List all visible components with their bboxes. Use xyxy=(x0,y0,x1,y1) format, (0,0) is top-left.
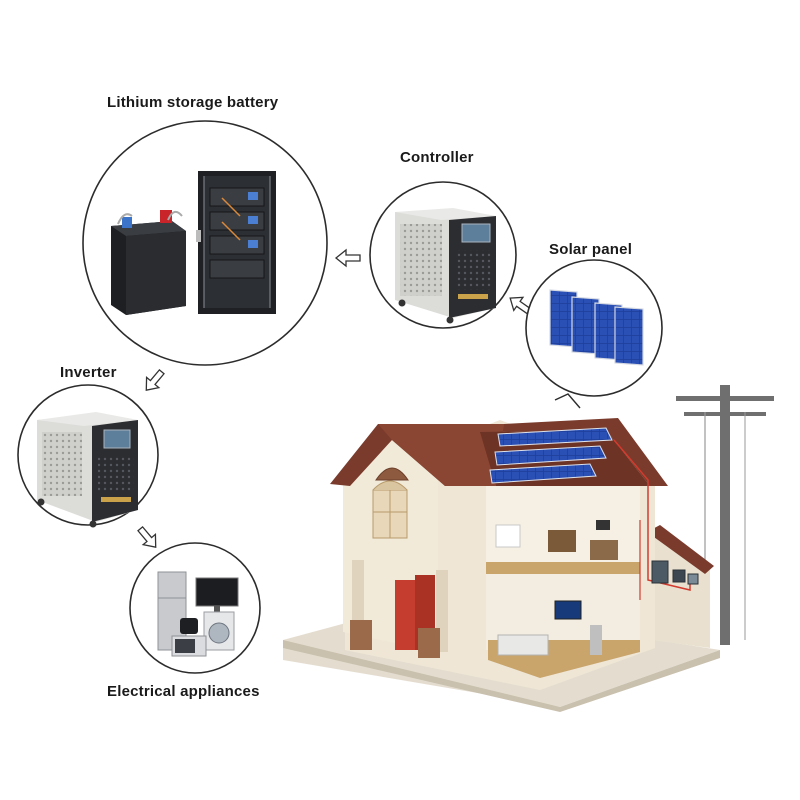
controller-cabinet-icon xyxy=(395,208,496,324)
roof-solar-array-icon xyxy=(489,427,613,484)
battery-rack-icon xyxy=(196,171,276,314)
arrow-left-icon xyxy=(334,248,361,268)
house-illustration xyxy=(283,385,774,712)
label-battery: Lithium storage battery xyxy=(107,94,279,111)
solar-panel-bubble xyxy=(525,259,663,409)
label-solar-panel: Solar panel xyxy=(549,241,633,258)
battery-module-icon xyxy=(111,210,186,315)
label-appliances: Electrical appliances xyxy=(107,683,260,700)
inverter-bubble xyxy=(17,384,159,528)
label-inverter: Inverter xyxy=(60,364,117,381)
solar-panels-icon xyxy=(549,289,644,366)
appliances-icon xyxy=(157,571,239,657)
inverter-cabinet-icon xyxy=(37,412,138,528)
utility-pole-icon xyxy=(676,385,774,645)
label-controller: Controller xyxy=(400,149,474,166)
appliances-bubble xyxy=(129,542,261,674)
controller-bubble xyxy=(369,181,517,329)
arrow-down-icon xyxy=(145,368,165,391)
arrow-down-icon xyxy=(137,525,157,548)
battery-bubble xyxy=(82,120,328,366)
